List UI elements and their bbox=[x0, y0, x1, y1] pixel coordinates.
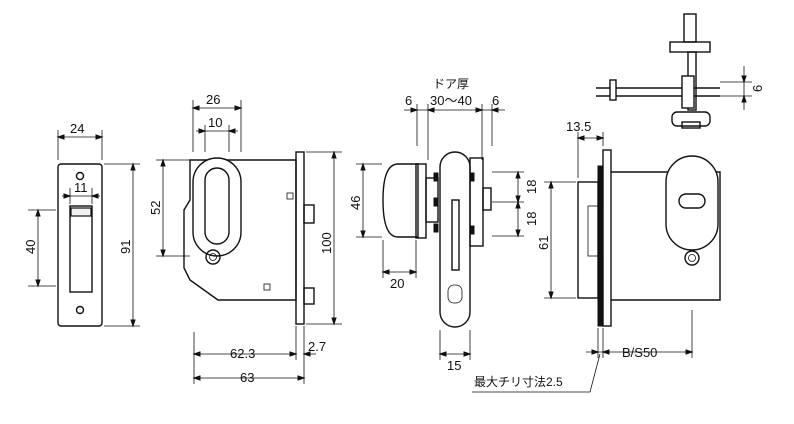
dim-escutcheon-width: 26 bbox=[206, 92, 220, 107]
dim-backset: 62.3 bbox=[230, 346, 255, 361]
top-view: 6 bbox=[596, 13, 765, 129]
dim-side-offset-right: 6 bbox=[492, 93, 499, 108]
dim-knob-diameter: 46 bbox=[348, 196, 363, 210]
dim-spindle-upper: 18 bbox=[524, 180, 539, 194]
dim-faceplate-slot: 11 bbox=[74, 180, 88, 195]
dim-plate-offset: 13.5 bbox=[566, 119, 591, 134]
dim-plate-thickness: 2.7 bbox=[308, 339, 326, 354]
dim-case-height-right: 61 bbox=[536, 236, 551, 250]
dim-escutcheon-height: 52 bbox=[148, 201, 163, 215]
dim-case-height: 100 bbox=[319, 232, 334, 254]
max-clearance-note: 最大チリ寸法2.5 bbox=[474, 375, 563, 389]
door-section-view: ドア厚 30〜40 6 6 46 20 bbox=[348, 77, 539, 373]
door-thickness-label: ドア厚 bbox=[433, 77, 469, 91]
dim-faceplate-height: 91 bbox=[118, 240, 133, 254]
installed-view: 13.5 61 B/S50 最大チリ寸法2.5 bbox=[472, 119, 721, 393]
dim-faceplate-slot-height: 40 bbox=[23, 240, 38, 254]
dim-knob-projection: 20 bbox=[390, 276, 404, 291]
dim-side-offset-left: 6 bbox=[405, 93, 412, 108]
dim-backset-label: B/S50 bbox=[622, 345, 657, 360]
lock-case-view: 26 10 52 100 62.3 2.7 bbox=[148, 92, 342, 385]
faceplate-view: 24 11 40 91 bbox=[23, 121, 140, 328]
dim-rose-bottom: 15 bbox=[447, 358, 461, 373]
dim-case-depth: 63 bbox=[240, 370, 254, 385]
dim-escutcheon-inner: 10 bbox=[208, 115, 222, 130]
dim-top-offset: 6 bbox=[750, 85, 765, 92]
dim-door-thickness: 30〜40 bbox=[430, 93, 472, 108]
dim-spindle-lower: 18 bbox=[524, 212, 539, 226]
dim-faceplate-width: 24 bbox=[70, 121, 84, 136]
